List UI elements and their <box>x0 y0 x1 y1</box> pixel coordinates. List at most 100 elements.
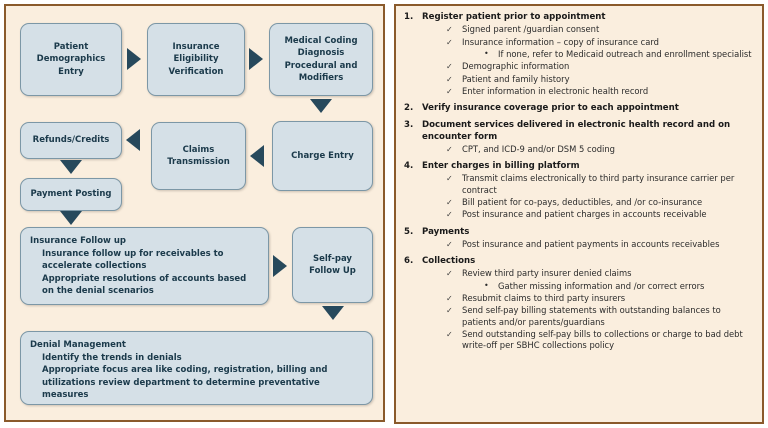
arrow-left-claims-to-refunds <box>126 129 140 151</box>
node-patient-demographics-entry[interactable]: Patient Demographics Entry <box>20 23 122 96</box>
step-heading: 1. Register patient prior to appointment <box>404 12 756 23</box>
step-heading: 5. Payments <box>404 227 756 238</box>
node-heading: Denial Management <box>30 340 126 350</box>
arrow-down-refunds-to-payment <box>60 160 82 174</box>
arrow-down-medical-to-charge <box>310 99 332 113</box>
node-label: Medical Coding Diagnosis Procedural and … <box>284 36 358 83</box>
node-label: Insurance Eligibility Verification <box>168 42 224 77</box>
check-icon: ✓ <box>446 86 453 96</box>
node-refunds-credits[interactable]: Refunds/Credits <box>20 122 122 159</box>
sub-bullet-item: • If none, refer to Medicaid outreach and… <box>484 49 756 60</box>
check-icon: ✓ <box>446 330 453 340</box>
step-number: 5. <box>404 226 414 237</box>
step-number: 2. <box>404 103 414 114</box>
step-title: Enter charges in billing platform <box>422 161 580 172</box>
steps-list: 1. Register patient prior to appointment ✓… <box>396 6 762 422</box>
check-list-item: ✓ Demographic information <box>446 61 756 72</box>
sub-bullet-text: Gather missing information and /or corre… <box>498 280 705 291</box>
node-label: Claims Transmission <box>167 144 230 167</box>
check-list-item-text: Signed parent /guardian consent <box>462 24 600 35</box>
check-list-item: ✓ Enter information in electronic health … <box>446 86 756 97</box>
check-icon: ✓ <box>446 144 453 154</box>
node-bullet-2: Appropriate focus area like coding, regi… <box>42 365 328 400</box>
step-title: Payments <box>422 226 470 237</box>
node-insurance-eligibility-verification[interactable]: Insurance Eligibility Verification <box>147 23 245 96</box>
step-number: 3. <box>404 120 414 131</box>
node-insurance-follow-up[interactable]: Insurance Follow up Insurance follow up … <box>20 227 269 305</box>
step-item: 3. Document services delivered in electro… <box>404 120 756 155</box>
node-medical-coding[interactable]: Medical Coding Diagnosis Procedural and … <box>269 23 373 96</box>
sub-bullet-text: If none, refer to Medicaid outreach and … <box>498 48 752 59</box>
check-list-item-text: Enter information in electronic health r… <box>462 85 649 96</box>
arrow-right-to-selfpay <box>273 255 287 277</box>
step-title: Collections <box>422 256 476 267</box>
check-list-item-text: Send self-pay billing statements with ou… <box>462 305 721 327</box>
node-label: Patient Demographics Entry <box>36 42 106 77</box>
check-list-item-text: Bill patient for co-pays, deductibles, a… <box>462 196 703 207</box>
arrow-down-selfpay-to-denial <box>322 306 344 320</box>
step-number: 4. <box>404 161 414 172</box>
step-heading: 4. Enter charges in billing platform <box>404 161 756 172</box>
check-icon: ✓ <box>446 197 453 207</box>
check-icon: ✓ <box>446 306 453 316</box>
arrow-right-2 <box>249 48 263 70</box>
step-item: 1. Register patient prior to appointment ✓… <box>404 12 756 97</box>
check-list-item-text: Post insurance and patient charges in ac… <box>462 209 707 220</box>
check-icon: ✓ <box>446 62 453 72</box>
check-list-item: ✓ Post insurance and patient payments in … <box>446 239 756 250</box>
node-label: Charge Entry <box>291 150 354 161</box>
check-list-item-text: CPT, and ICD-9 and/or DSM 5 coding <box>462 143 615 154</box>
check-list-item: ✓ Resubmit claims to third party insurers <box>446 293 756 304</box>
node-bullet-2: Appropriate resolutions of accounts base… <box>42 273 247 296</box>
check-icon: ✓ <box>446 269 453 279</box>
bullet-dot-icon: • <box>484 48 489 58</box>
step-item: 5. Payments ✓ Post insurance and patient pa… <box>404 227 756 251</box>
step-item: 6.Collections✓Review third party insurer… <box>404 256 756 352</box>
check-list-item-text: Insurance information – copy of insuranc… <box>462 36 659 47</box>
check-list-item: ✓ CPT, and ICD-9 and/or DSM 5 coding <box>446 144 756 155</box>
check-icon: ✓ <box>446 37 453 47</box>
node-bullet-1: Identify the trends in denials <box>42 353 182 364</box>
step-title: Register patient prior to appointment <box>422 12 606 22</box>
step-title: Verify insurance coverage prior to each … <box>422 103 679 114</box>
node-payment-posting[interactable]: Payment Posting <box>20 178 122 211</box>
check-list-item-text: Transmit claims electronically to third … <box>462 173 735 195</box>
step-item: 4. Enter charges in billing platform ✓ Tran… <box>404 161 756 221</box>
check-icon: ✓ <box>446 239 453 249</box>
step-title: Document services delivered in electroni… <box>422 120 731 142</box>
check-list-item-text: Send outstanding self-pay bills to colle… <box>462 329 743 351</box>
sub-bullet-item: • Gather missing information and /or corr… <box>484 281 756 292</box>
check-icon: ✓ <box>446 174 453 184</box>
arrow-right-1 <box>127 48 141 70</box>
node-charge-entry[interactable]: Charge Entry <box>272 121 373 191</box>
check-icon: ✓ <box>446 210 453 220</box>
step-number: 6. <box>404 256 414 267</box>
step-item: 2. Verify insurance coverage prior to eac… <box>404 103 756 114</box>
node-heading: Insurance Follow up <box>30 236 126 246</box>
check-list-item: ✓ Post insurance and patient charges in a… <box>446 209 756 220</box>
node-bullet-1: Insurance follow up for receivables to a… <box>42 249 224 272</box>
check-list-item: ✓ Patient and family history <box>446 74 756 85</box>
node-label: Payment Posting <box>30 189 112 200</box>
step-number: 1. <box>404 12 414 22</box>
arrow-left-charge-to-claims <box>250 145 264 167</box>
check-list-item-text: Resubmit claims to third party insurers <box>462 293 626 304</box>
check-list-item-text: Post insurance and patient payments in a… <box>462 238 720 249</box>
node-label: Self-pay Follow Up <box>309 253 356 276</box>
check-list-item: ✓ Insurance information – copy of insuran… <box>446 37 756 48</box>
check-list-item: ✓ Bill patient for co-pays, deductibles, … <box>446 197 756 208</box>
steps-panel: 1. Register patient prior to appointment ✓… <box>394 4 764 424</box>
check-list-item: ✓ Transmit claims electronically to third… <box>446 173 756 196</box>
check-icon: ✓ <box>446 25 453 35</box>
check-icon: ✓ <box>446 74 453 84</box>
bullet-dot-icon: • <box>484 280 489 290</box>
node-denial-management[interactable]: Denial Management Identify the trends in… <box>20 331 373 405</box>
node-claims-transmission[interactable]: Claims Transmission <box>151 122 246 190</box>
check-list-item: ✓ Signed parent /guardian consent <box>446 24 756 35</box>
check-icon: ✓ <box>446 294 453 304</box>
check-list-item-text: Patient and family history <box>462 73 570 84</box>
check-list-item-text: Demographic information <box>462 61 570 72</box>
node-self-pay-follow-up[interactable]: Self-pay Follow Up <box>292 227 373 303</box>
check-list-item: ✓ Send outstanding self-pay bills to coll… <box>446 329 756 352</box>
